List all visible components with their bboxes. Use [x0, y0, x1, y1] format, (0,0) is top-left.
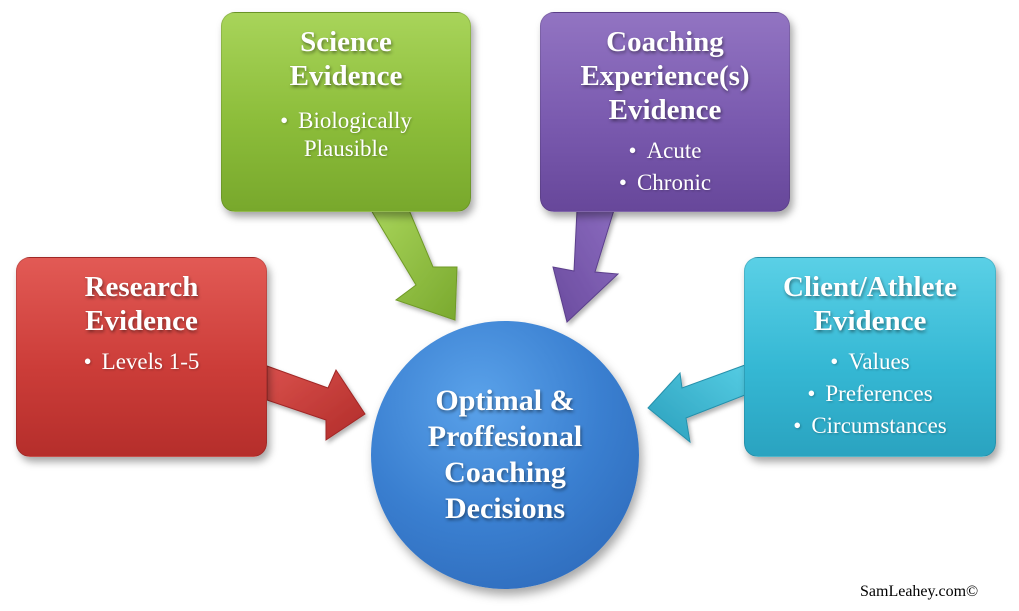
list-item: Levels 1-5	[17, 346, 266, 378]
research-evidence-title: Research Evidence	[84, 271, 199, 337]
optimal-decisions-title: Optimal & Proffesional Coaching Decision…	[427, 384, 583, 525]
list-item: Values	[745, 346, 995, 378]
science-evidence-box: Science Evidence Biologically Plausible	[221, 12, 471, 212]
coaching-experience-title: Coaching Experience(s) Evidence	[580, 26, 750, 126]
coaching-experience-box: Coaching Experience(s) Evidence Acute Ch…	[540, 12, 790, 212]
coaching-arrow	[552, 209, 620, 323]
science-evidence-list: Biologically Plausible	[222, 107, 470, 163]
research-arrow	[266, 365, 366, 441]
optimal-decisions-circle: Optimal & Proffesional Coaching Decision…	[371, 321, 639, 589]
client-athlete-evidence-list: Values Preferences Circumstances	[745, 346, 995, 442]
list-item: Acute	[541, 135, 789, 167]
client-athlete-evidence-box: Client/Athlete Evidence Values Preferenc…	[744, 257, 996, 457]
research-evidence-list: Levels 1-5	[17, 346, 266, 378]
list-item: Chronic	[541, 167, 789, 199]
copyright-text: SamLeahey.com©	[860, 583, 979, 600]
science-arrow	[370, 209, 458, 321]
list-item: Preferences	[745, 378, 995, 410]
list-item: Circumstances	[745, 410, 995, 442]
science-evidence-title: Science Evidence	[289, 26, 403, 92]
client-athlete-evidence-title: Client/Athlete Evidence	[783, 271, 957, 337]
list-item: Biologically Plausible	[222, 107, 470, 163]
coaching-experience-list: Acute Chronic	[541, 135, 789, 199]
research-evidence-box: Research Evidence Levels 1-5	[16, 257, 267, 457]
client-arrow	[647, 364, 746, 444]
